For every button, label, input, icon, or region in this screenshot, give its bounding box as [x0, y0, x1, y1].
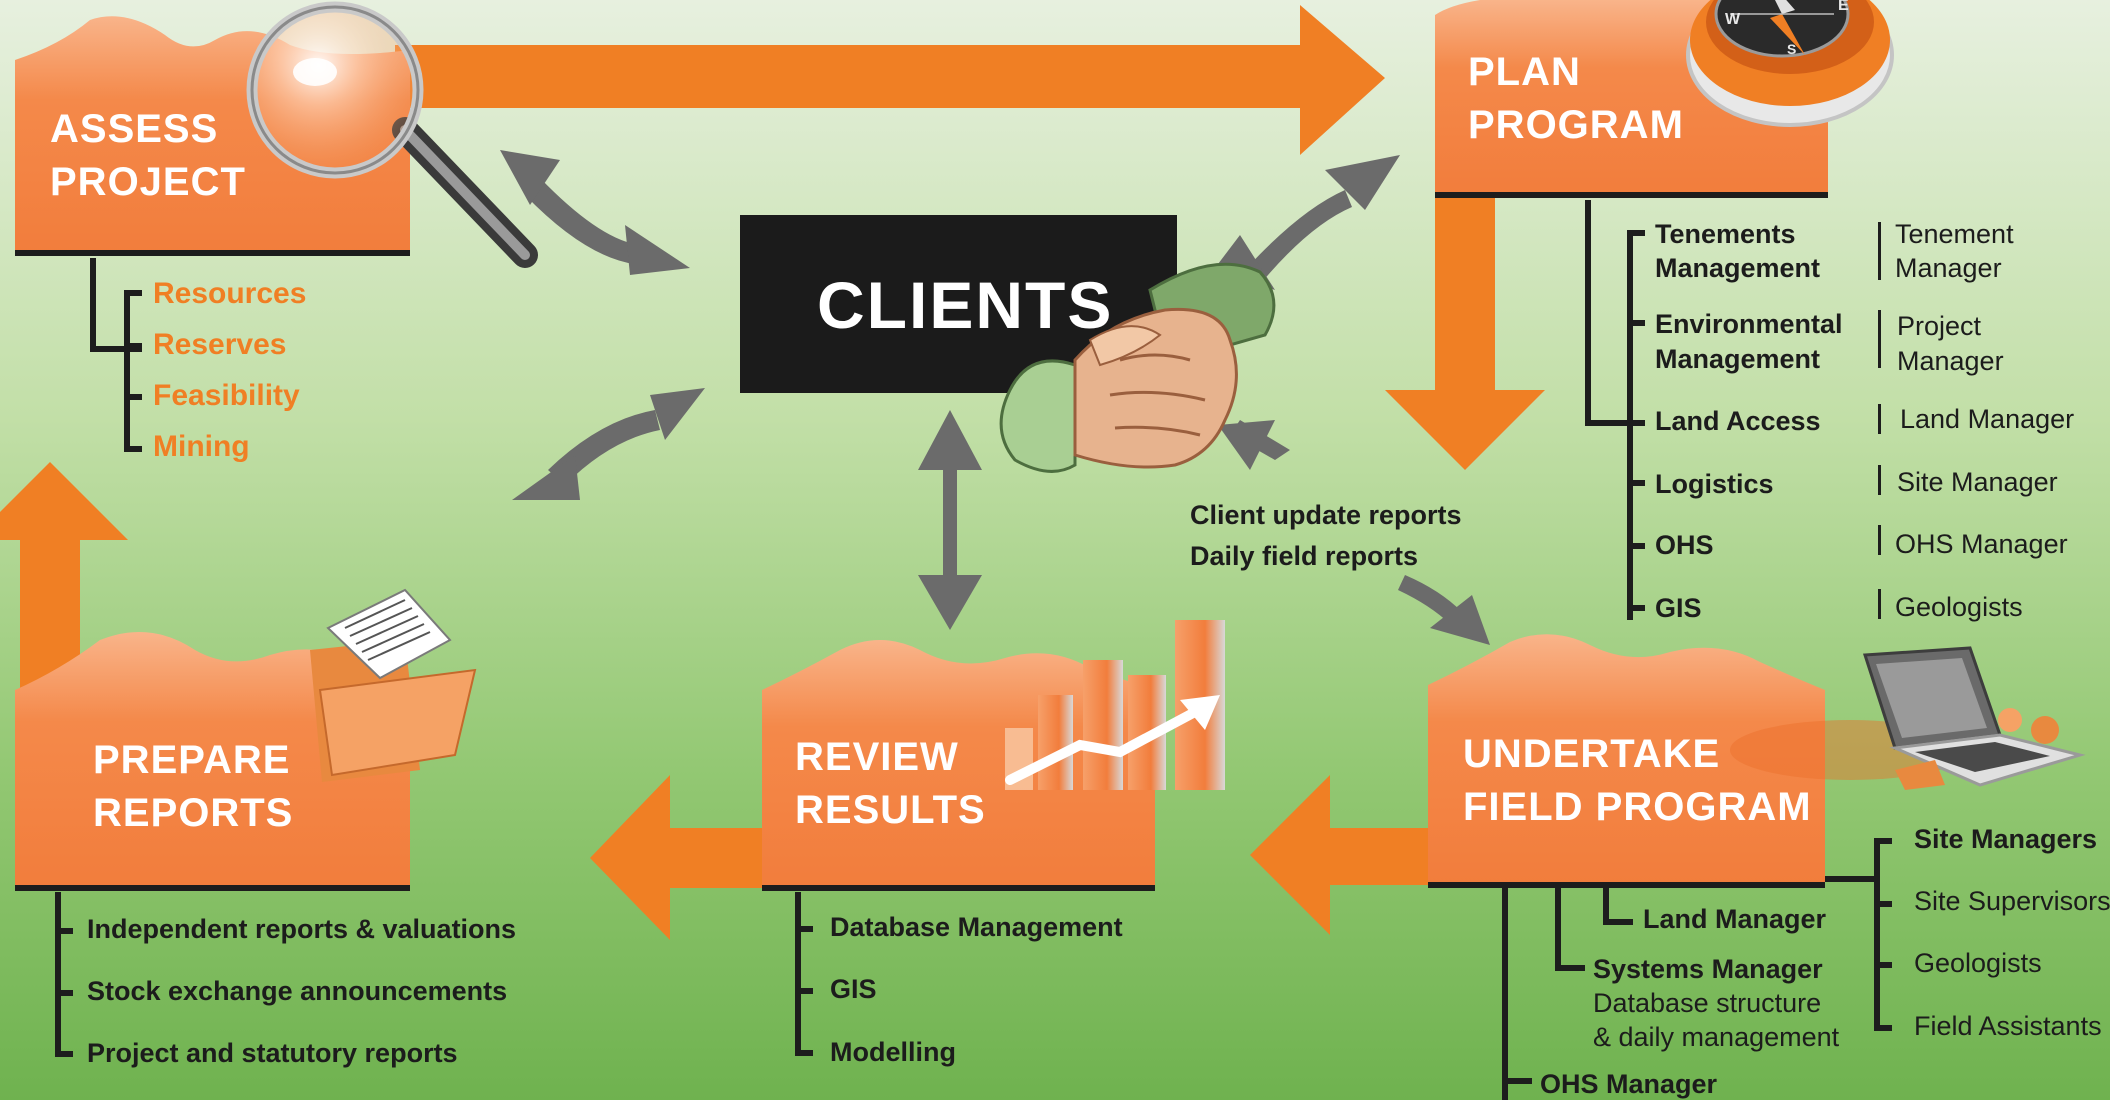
- plan-role-project-line1: Project: [1897, 311, 1982, 341]
- arrow-review-to-prepare: [590, 775, 765, 940]
- undertake-staff-site-supervisors: Site Supervisors: [1914, 886, 2110, 916]
- plan-task-gis: GIS: [1655, 593, 1702, 623]
- undertake-systems-desc-line2: & daily management: [1593, 1022, 1840, 1052]
- grey-arrows: [500, 150, 1490, 645]
- svg-text:S: S: [1787, 41, 1796, 57]
- undertake-ohs-manager: OHS Manager: [1540, 1069, 1718, 1099]
- arrow-plan-to-undertake: [1385, 195, 1545, 470]
- arrow-reports-to-clients: [1218, 420, 1290, 470]
- arrow-undertake-to-review: [1250, 775, 1430, 935]
- compass-icon: W E S: [1686, 0, 1894, 127]
- plan-task-tenements-line2: Management: [1655, 253, 1821, 283]
- review-item-gis: GIS: [830, 974, 877, 1004]
- arrow-assess-to-plan: [395, 5, 1385, 155]
- arrow-prepare-clients: [512, 388, 705, 500]
- assess-item-mining: Mining: [153, 430, 250, 463]
- arrow-reports-to-undertake: [1398, 575, 1490, 645]
- prepare-title-line1: PREPARE: [93, 738, 291, 782]
- review-title-line1: REVIEW: [795, 735, 959, 779]
- svg-text:E: E: [1838, 0, 1849, 14]
- undertake-systems-manager: Systems Manager: [1593, 954, 1823, 984]
- undertake-land-manager: Land Manager: [1643, 904, 1827, 934]
- plan-title-line1: PLAN: [1468, 50, 1581, 94]
- prepare-item-stock-exchange: Stock exchange announcements: [87, 976, 508, 1006]
- plan-role-tenement-line2: Manager: [1895, 253, 2002, 283]
- undertake-title-line1: UNDERTAKE: [1463, 732, 1721, 776]
- plan-task-tenements-line1: Tenements: [1655, 219, 1796, 249]
- review-title-line2: RESULTS: [795, 788, 986, 832]
- box-prepare-reports: [15, 632, 410, 891]
- bar-chart-icon: [1005, 620, 1225, 790]
- plan-role-land-manager: Land Manager: [1900, 404, 2075, 434]
- plan-task-environmental-line2: Management: [1655, 344, 1821, 374]
- client-update-reports-label: Client update reports: [1190, 500, 1462, 530]
- undertake-staff-geologists: Geologists: [1914, 948, 2042, 978]
- prepare-title-line2: REPORTS: [93, 791, 294, 835]
- assess-item-reserves: Reserves: [153, 328, 287, 361]
- plan-role-site-manager: Site Manager: [1897, 467, 2058, 497]
- svg-text:W: W: [1725, 11, 1741, 28]
- plan-task-land-access: Land Access: [1655, 406, 1821, 436]
- clients-label: CLIENTS: [817, 268, 1114, 342]
- laptop-icon: [1730, 646, 2086, 790]
- arrow-review-clients: [918, 410, 982, 630]
- assess-title-line2: PROJECT: [50, 160, 246, 204]
- magnifier-icon: [246, 1, 538, 268]
- folder-icon: [310, 588, 477, 782]
- arrow-assess-clients: [500, 150, 690, 275]
- assess-title-line1: ASSESS: [50, 107, 219, 151]
- prepare-item-independent-reports: Independent reports & valuations: [87, 914, 517, 944]
- plan-role-geologists: Geologists: [1895, 592, 2023, 622]
- arrow-prepare-to-assess: [0, 462, 128, 690]
- undertake-systems-desc-line1: Database structure: [1593, 988, 1822, 1018]
- undertake-title-line2: FIELD PROGRAM: [1463, 785, 1812, 829]
- plan-title-line2: PROGRAM: [1468, 103, 1684, 147]
- undertake-staff-site-managers: Site Managers: [1914, 824, 2098, 854]
- plan-task-ohs: OHS: [1655, 530, 1714, 560]
- handshake-icon: [999, 262, 1276, 473]
- undertake-staff-field-assistants: Field Assistants: [1914, 1011, 2102, 1041]
- daily-field-reports-label: Daily field reports: [1190, 541, 1419, 571]
- plan-task-environmental-line1: Environmental: [1655, 309, 1843, 339]
- plan-role-ohs-manager: OHS Manager: [1895, 529, 2068, 559]
- tree-lines: [55, 200, 1892, 1100]
- assess-item-resources: Resources: [153, 277, 307, 310]
- plan-role-tenement-line1: Tenement: [1895, 219, 2014, 249]
- box-undertake-field-program: [1428, 634, 1825, 888]
- assess-item-feasibility: Feasibility: [153, 379, 300, 412]
- plan-role-project-line2: Manager: [1897, 346, 2004, 376]
- plan-task-logistics: Logistics: [1655, 469, 1774, 499]
- review-item-modelling: Modelling: [830, 1037, 956, 1067]
- review-item-database-management: Database Management: [830, 912, 1123, 942]
- prepare-item-statutory-reports: Project and statutory reports: [87, 1038, 458, 1068]
